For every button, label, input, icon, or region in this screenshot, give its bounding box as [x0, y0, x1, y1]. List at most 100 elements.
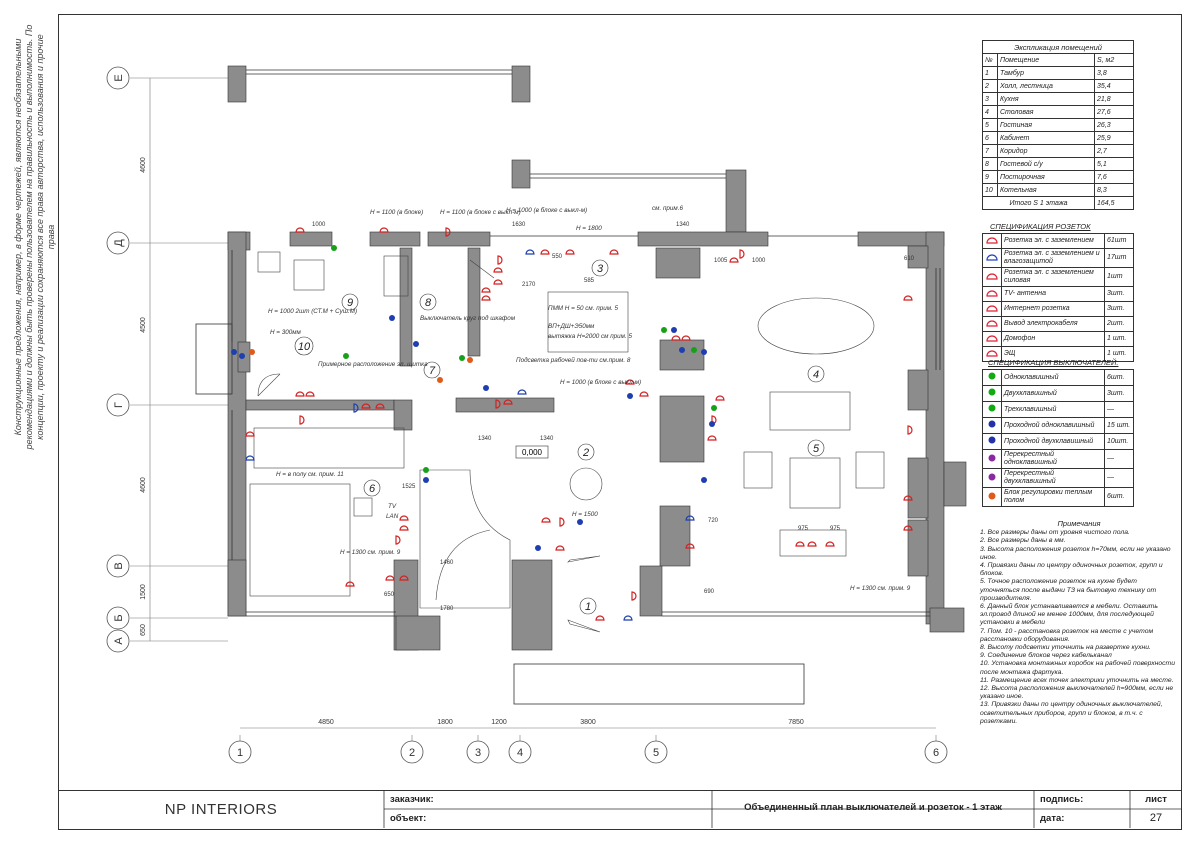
- grid-col-3: 3: [475, 747, 481, 759]
- sockets-name: Вывод электрокабеля: [1001, 316, 1105, 332]
- socket-icon: [399, 525, 409, 531]
- dimension-label: 1340: [540, 436, 554, 442]
- note-item: 9. Соединение блоков через кабельканал: [980, 652, 1112, 660]
- switch-icon: [671, 327, 677, 333]
- socket-icon: [555, 545, 565, 551]
- grid-col-1: 1: [237, 747, 243, 759]
- room-4-tag: 4: [807, 365, 825, 383]
- sockets-name: Розетка эл. с заземлением и влагозащитой: [1001, 248, 1105, 268]
- switches-qty: —: [1104, 468, 1134, 488]
- switch-icon: [467, 357, 473, 363]
- socket-icon: [493, 267, 503, 273]
- switches-qty: 6шт.: [1104, 487, 1134, 507]
- room-10-tag: 10: [294, 336, 314, 356]
- socket-icon: [825, 541, 835, 547]
- socket-icon: [399, 515, 409, 521]
- switch-icon: [701, 349, 707, 355]
- sockets-name: Интернет розетка: [1001, 301, 1105, 317]
- expl-area: 25,9: [1094, 131, 1134, 145]
- socket-icon: [299, 415, 305, 425]
- socket-icon: [715, 395, 725, 401]
- lan-label: LAN: [386, 513, 399, 520]
- switch-icon: [535, 545, 541, 551]
- grid-col-bubbles: [228, 740, 948, 764]
- switch-icon: [331, 245, 337, 251]
- expl-num: 5: [982, 118, 998, 132]
- socket-icon: [525, 249, 535, 255]
- switch-icon: [709, 421, 715, 427]
- grid-row-bubbles: [106, 66, 130, 653]
- dimension-label: 2170: [522, 282, 536, 288]
- expl-total-label: Итого S 1 этажа: [982, 196, 1095, 210]
- title-block: [58, 790, 1182, 829]
- grid-col-5: 5: [653, 747, 659, 759]
- note-h1000-2: Н = 1000 2шт (СТ.М + Суш.М): [268, 308, 357, 315]
- socket-icon: [685, 515, 695, 521]
- note-item: 5. Точное расположение розеток на кухне …: [980, 578, 1157, 602]
- sockets-name: Розетка эл. с заземлением силовая: [1001, 267, 1105, 287]
- socket-icon: [623, 615, 633, 621]
- note-item: 13. Привязки даны по центру одиночных вы…: [980, 701, 1163, 725]
- switch-icon: [249, 349, 255, 355]
- expl-num: 4: [982, 105, 998, 119]
- row-dim-4: 1500: [140, 584, 147, 600]
- socket-icon: [907, 425, 913, 435]
- switch-icon: [711, 405, 717, 411]
- sockets-qty: 61шт: [1104, 233, 1134, 249]
- expl-room: Кухня: [997, 92, 1095, 106]
- grid-axes: [130, 77, 937, 760]
- col-dim-1: 4850: [318, 719, 334, 726]
- expl-area: 2,7: [1094, 144, 1134, 158]
- level-mark: 0,000: [522, 448, 543, 457]
- sockets-symbol-icon: [982, 286, 1002, 302]
- switch-icon: [231, 349, 237, 355]
- note-h-floor: Н = в полу см. прим. 11: [276, 471, 344, 478]
- note-item: 10. Установка монтажных коробок на рабоч…: [980, 660, 1175, 676]
- switch-icon: [239, 353, 245, 359]
- expl-num: 6: [982, 131, 998, 145]
- notes-block: Примечания 1. Все размеры даны от уровня…: [980, 519, 1178, 726]
- note-panel: Примерное расположение эл. щитка: [318, 361, 428, 368]
- sockets-row: Розетка эл. с заземлением и влагозащитой…: [982, 248, 1134, 268]
- switch-icon: [423, 467, 429, 473]
- note-h1000-3: Н = 1000 (в блоке с выкл-м): [560, 378, 641, 386]
- room-2: 2: [582, 447, 589, 459]
- sockets-qty: 1 шт.: [1104, 346, 1134, 362]
- room-4: 4: [813, 369, 819, 381]
- expl-head-num: №: [982, 53, 998, 67]
- switches-row: Перекрестный одноклавишный—: [982, 449, 1134, 469]
- sheet-label: лист: [1145, 794, 1167, 805]
- socket-icon: [541, 517, 551, 523]
- note-h1300: Н = 1300 см. прим. 9: [340, 549, 401, 556]
- room-5: 5: [813, 443, 820, 455]
- switches-qty: 10шт.: [1104, 433, 1134, 450]
- note-item: 6. Данный блок устанавливается в мебели.…: [980, 603, 1158, 627]
- sheet-frame: [58, 14, 1182, 830]
- note-pmm: ПММ Н = 50 см. прим. 5: [548, 305, 619, 312]
- socket-icon: [903, 495, 913, 501]
- expl-area: 35,4: [1094, 79, 1134, 93]
- note-vp: ВП+ДШ+Э50мм: [548, 323, 595, 330]
- socket-icon: [305, 391, 315, 397]
- room-1: 1: [585, 601, 591, 613]
- level-mark-box: 0,000: [515, 445, 549, 459]
- sockets-qty: 1шт: [1104, 267, 1134, 287]
- sockets-qty: 2шт.: [1104, 316, 1134, 332]
- room-7: 7: [429, 365, 436, 377]
- switches-qty: —: [1104, 401, 1134, 418]
- expl-area: 3,8: [1094, 66, 1134, 80]
- dimension-label: 1460: [440, 560, 454, 566]
- doors: [257, 259, 601, 633]
- room-8-tag: 8: [419, 293, 437, 311]
- switches-name: Перекрестный одноклавишный: [1001, 449, 1105, 469]
